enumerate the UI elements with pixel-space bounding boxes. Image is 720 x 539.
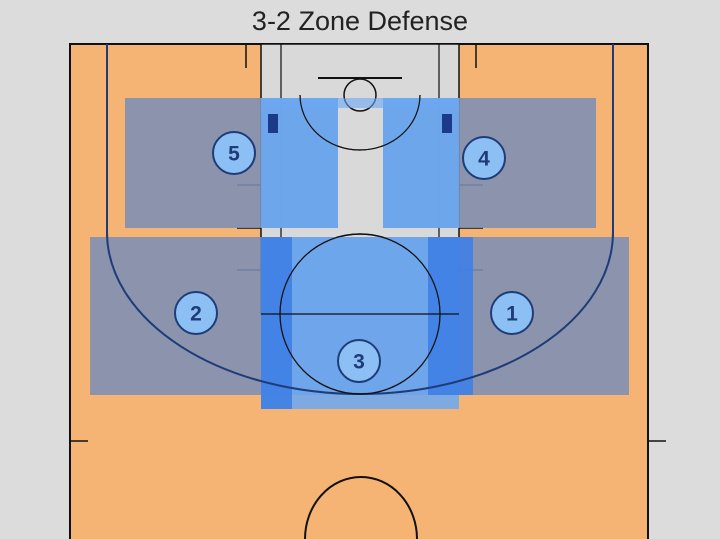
restricted-arc-overlay xyxy=(299,94,421,151)
player-marker-2: 2 xyxy=(174,291,218,335)
player-number: 5 xyxy=(228,143,240,166)
player-marker-3: 3 xyxy=(337,339,381,383)
diagram-title: 3-2 Zone Defense xyxy=(251,6,469,36)
low-block-right xyxy=(442,114,452,133)
zone-top-strip xyxy=(261,98,459,108)
rim xyxy=(343,78,377,112)
player-marker-1: 1 xyxy=(490,291,534,335)
player-number: 2 xyxy=(190,303,202,326)
zone-overlap-left xyxy=(261,237,292,409)
low-block-left xyxy=(268,114,278,133)
player-marker-4: 4 xyxy=(462,136,506,180)
player-number: 1 xyxy=(506,303,518,326)
player-marker-5: 5 xyxy=(212,131,256,175)
zone-overlap-right xyxy=(428,237,473,395)
player-number: 4 xyxy=(478,148,490,171)
center-circle xyxy=(304,476,418,539)
player-number: 3 xyxy=(353,351,365,374)
